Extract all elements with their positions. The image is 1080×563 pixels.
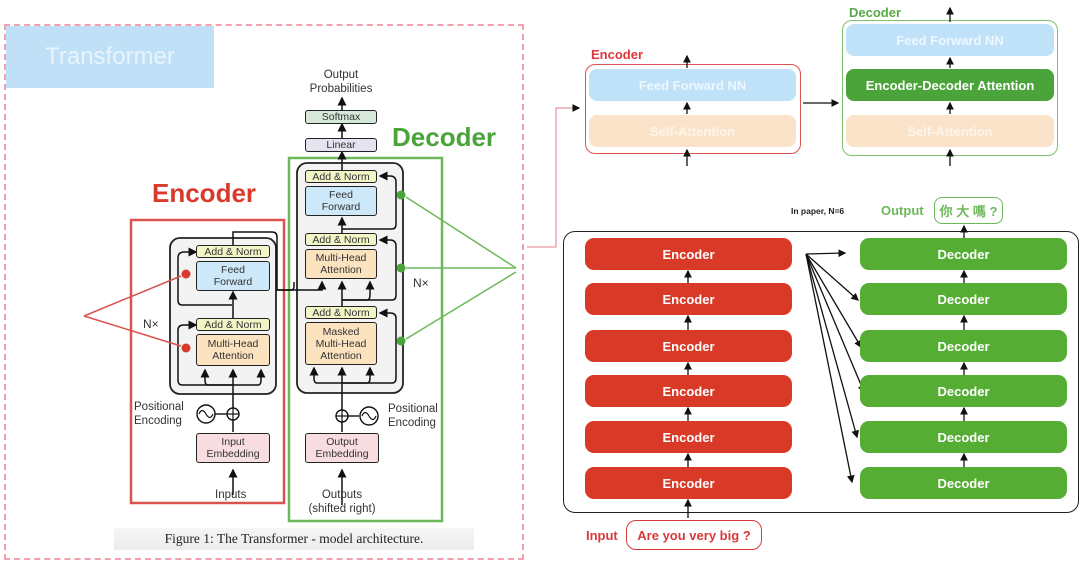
decoder-block: Decoder (860, 467, 1067, 499)
encoder-to-decoder-arrow (805, 253, 866, 394)
encoder-block: Encoder (585, 283, 792, 315)
decoder-outline (287, 156, 444, 523)
encoder-attn-dot (181, 343, 191, 353)
encoder-block: Encoder (585, 238, 792, 270)
n-equals-6-note: In paper, N=6 (791, 206, 845, 216)
decoder-detail-label: Decoder (849, 5, 902, 20)
input-label: Input (586, 528, 618, 543)
encoder-multi-head-attention: Multi-Head Attention (196, 334, 270, 366)
inputs-label: Inputs (215, 489, 247, 501)
encoder-block: Encoder (585, 375, 792, 407)
decoder-block: Decoder (860, 375, 1067, 407)
decoder-masked-dot (396, 336, 406, 346)
encoder-decoder-stack-frame (563, 231, 1079, 513)
encoder-self-attention-layer: Self-Attention (589, 115, 796, 147)
encoder-add-norm-2: Add & Norm (196, 245, 270, 258)
encoder-to-decoder-arrow (805, 249, 847, 258)
input-embedding-block: Input Embedding (196, 433, 270, 463)
encoder-block: Encoder (585, 330, 792, 362)
output-text-box: 你 大 嗎 ? (934, 197, 1003, 224)
linear-block: Linear (305, 138, 377, 152)
encoder-detail-label: Encoder (591, 47, 644, 62)
decoder-multi-head-attention: Multi-Head Attention (305, 249, 377, 279)
decoder-nx-label: N× (413, 276, 429, 290)
decoder-block: Decoder (860, 421, 1067, 453)
encoder-detail-frame (585, 64, 801, 154)
input-text-box: Are you very big ? (626, 520, 762, 550)
decoder-enc-dec-attention-layer: Encoder-Decoder Attention (846, 69, 1054, 101)
decoder-ff-layer: Feed Forward NN (846, 24, 1054, 56)
decoder-positional-encoding-label: Positional Encoding (388, 403, 438, 429)
encoder-block: Encoder (585, 467, 792, 499)
decoder-heading: Decoder (392, 122, 497, 152)
encoder-block: Encoder (585, 421, 792, 453)
encoder-add-norm-1: Add & Norm (196, 318, 270, 331)
decoder-feed-forward: Feed Forward (305, 186, 377, 216)
output-embedding-block: Output Embedding (305, 433, 379, 463)
output-label: Output (881, 203, 924, 218)
decoder-add-norm-1: Add & Norm (305, 306, 377, 319)
encoder-to-decoder-arrow (805, 253, 855, 484)
encoder-to-decoder-arrow (805, 253, 862, 349)
decoder-self-attention-layer: Self-Attention (846, 115, 1054, 147)
transformer-panel-frame (4, 24, 524, 560)
encoder-ff-layer: Feed Forward NN (589, 69, 796, 101)
decoder-block: Decoder (860, 330, 1067, 362)
decoder-block: Decoder (860, 238, 1067, 270)
encoder-nx-label: N× (143, 317, 159, 331)
encoder-to-decoder-arrow (805, 253, 860, 439)
outputs-label: Outputs (shifted right) (308, 489, 376, 515)
decoder-masked-attention: Masked Multi-Head Attention (305, 322, 377, 365)
encoder-ff-dot (181, 269, 191, 279)
softmax-block: Softmax (305, 110, 377, 124)
decoder-attn-dot (396, 263, 406, 273)
transformer-title: Transformer (6, 26, 214, 88)
figure-caption: Figure 1: The Transformer - model archit… (114, 528, 474, 550)
encoder-heading: Encoder (152, 178, 257, 208)
output-probabilities-label: Output Probabilities (309, 69, 373, 95)
encoder-outline (129, 218, 286, 505)
decoder-add-norm-3: Add & Norm (305, 170, 377, 183)
decoder-add-norm-2: Add & Norm (305, 233, 377, 246)
encoder-to-decoder-arrow (805, 253, 859, 301)
encoder-feed-forward: Feed Forward (196, 261, 270, 291)
encoder-positional-encoding-label: Positional Encoding (134, 401, 184, 427)
decoder-ff-dot (396, 190, 406, 200)
decoder-block: Decoder (860, 283, 1067, 315)
